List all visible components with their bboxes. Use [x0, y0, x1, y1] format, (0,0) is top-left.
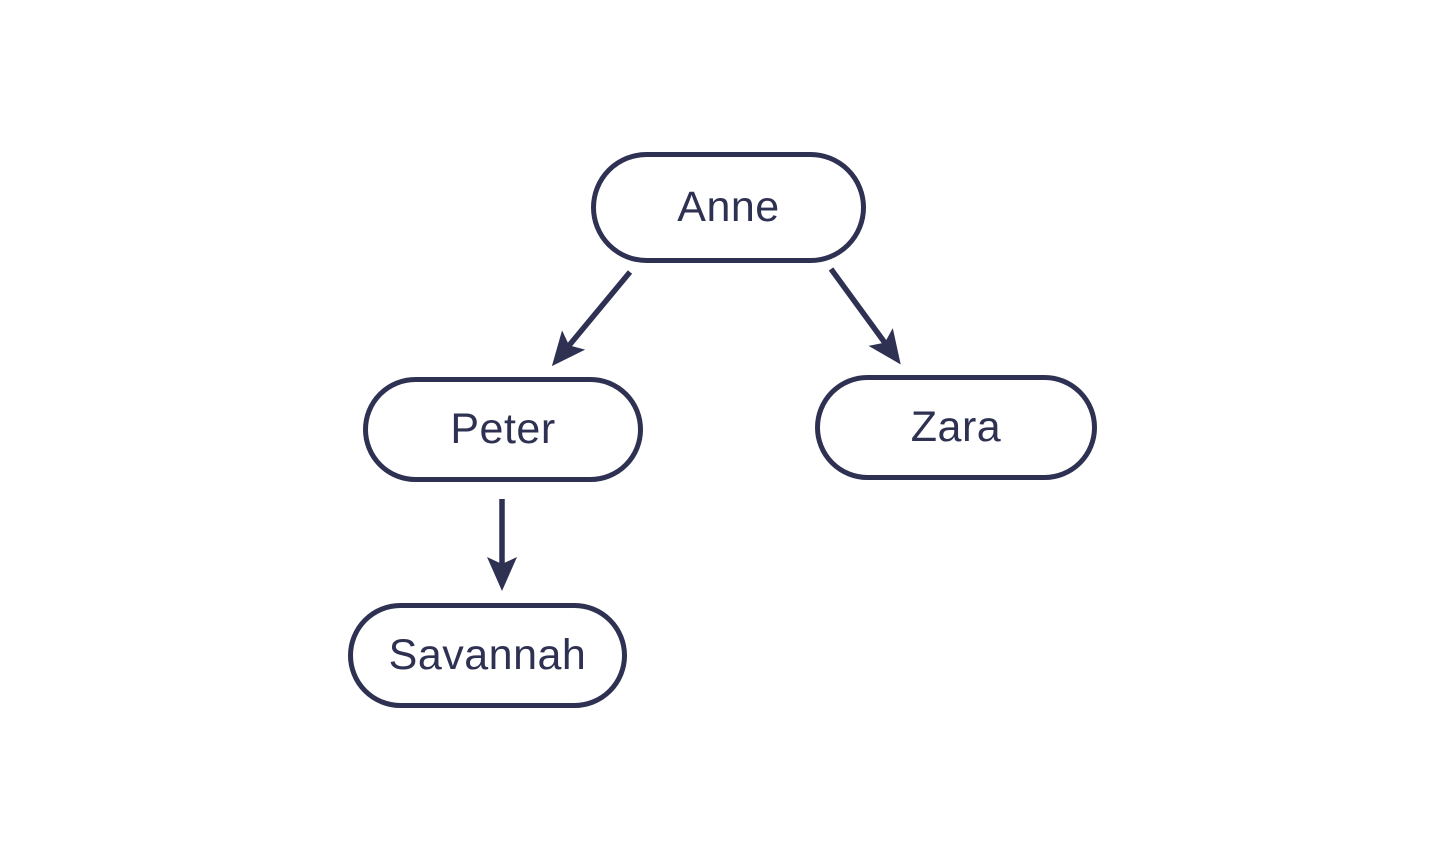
edge-anne-peter	[551, 270, 633, 367]
node-zara: Zara	[815, 375, 1097, 480]
node-label: Peter	[450, 405, 556, 453]
node-label: Anne	[677, 183, 780, 231]
edge-anne-zara	[828, 267, 901, 365]
node-peter: Peter	[363, 377, 643, 482]
node-label: Zara	[910, 403, 1002, 451]
node-anne: Anne	[591, 152, 866, 263]
node-label: Savannah	[388, 631, 587, 679]
node-savannah: Savannah	[348, 603, 627, 708]
